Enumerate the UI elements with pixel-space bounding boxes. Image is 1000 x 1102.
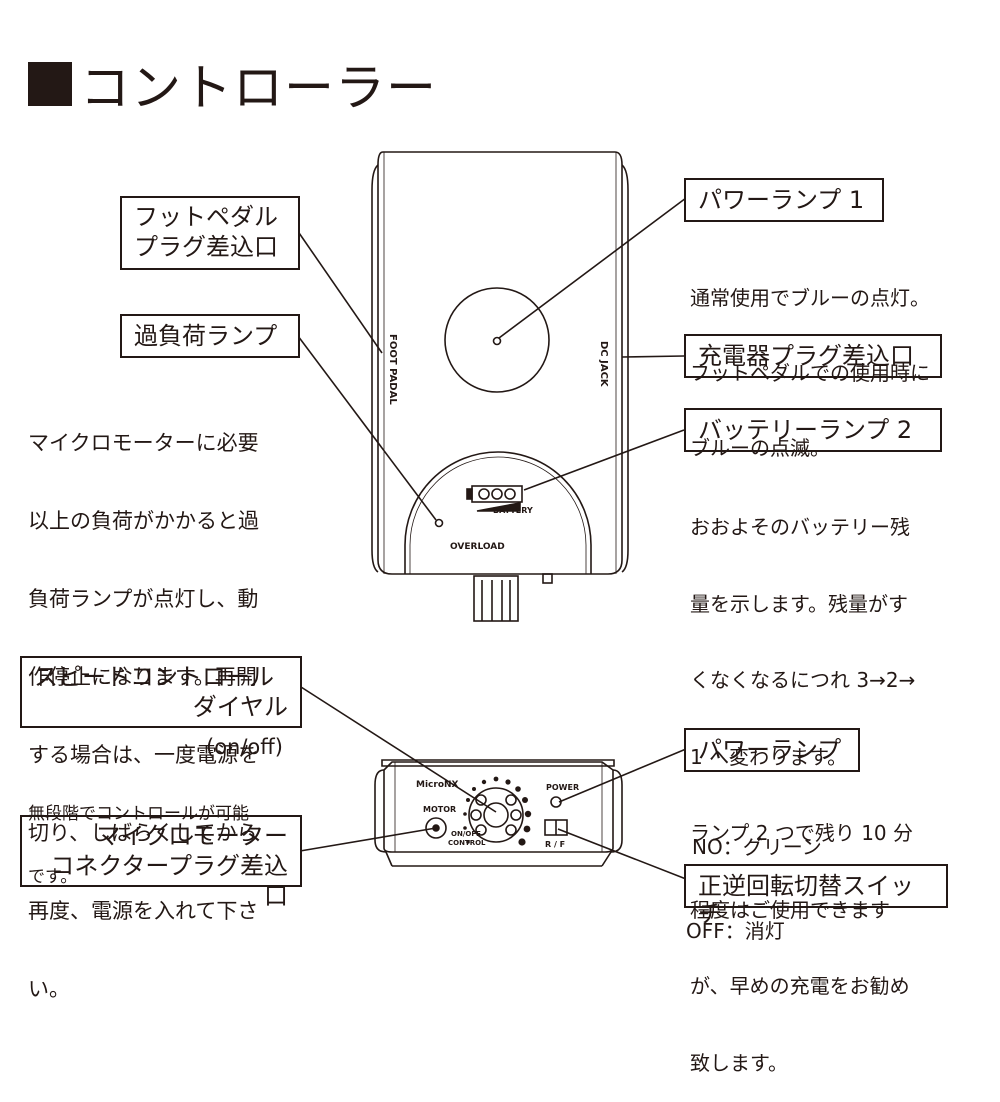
desc-speed-onoff: (on/off) bbox=[206, 735, 283, 759]
label-speed-dial: スピードコントロール ダイヤル bbox=[20, 656, 302, 728]
brand-label: MicroNX bbox=[416, 780, 459, 790]
dial-dots bbox=[463, 776, 532, 846]
label-foot-pedal-jack: フットペダル プラグ差込口 bbox=[120, 196, 300, 270]
rf-label: R / F bbox=[545, 840, 565, 849]
power-lamp-1-circle bbox=[444, 287, 550, 393]
label-speed-line1: スピードコントロール bbox=[34, 663, 274, 691]
label-foot-pedal-line1: フットペダル bbox=[134, 203, 278, 231]
motor-label: MOTOR bbox=[423, 805, 456, 814]
speed-knob-bottom bbox=[473, 575, 519, 622]
onoff-label: ON/OFF bbox=[451, 830, 481, 838]
overload-label: OVERLOAD bbox=[450, 542, 505, 552]
desc-power-lamp-states: NO：グリーン OFF：消灯 bbox=[686, 835, 822, 943]
label-battery-lamp-2: バッテリーランプ 2 bbox=[684, 408, 942, 452]
title-square-icon bbox=[28, 62, 72, 106]
controller-top-body bbox=[377, 151, 623, 575]
label-speed-line2: ダイヤル bbox=[192, 693, 288, 721]
motor-jack bbox=[425, 817, 447, 839]
label-overload-lamp: 過負荷ランプ bbox=[120, 314, 300, 358]
page-title: コントローラー bbox=[28, 48, 437, 120]
leader-lines bbox=[296, 197, 687, 880]
desc-speed: 無段階でコントロールが可能 です。 bbox=[28, 804, 249, 887]
label-rev-switch: 正逆回転切替スイッチ bbox=[684, 864, 948, 928]
controller-dome bbox=[404, 451, 592, 574]
label-foot-pedal-line2: プラグ差込口 bbox=[134, 233, 278, 261]
power-label: POWER bbox=[546, 783, 579, 792]
battery-label: BATTERY bbox=[493, 506, 533, 515]
label-power-lamp-1: パワーランプ 1 bbox=[684, 178, 884, 222]
title-text: コントローラー bbox=[80, 59, 437, 117]
label-charger-jack: 充電器プラグ差込口 bbox=[684, 334, 942, 378]
controller-front-body bbox=[383, 761, 614, 853]
dc-jack-label: DC JACK bbox=[598, 341, 609, 388]
label-motor-jack: マイクロモーター コネクタープラグ差込口 bbox=[20, 815, 302, 910]
label-motor-line2: コネクタープラグ差込口 bbox=[50, 852, 288, 910]
label-power-lamp: パワーランプ bbox=[684, 728, 860, 772]
desc-power-lamp-1: 通常使用でブルーの点灯。 フットペダルでの使用時に ブルーの点滅。 bbox=[690, 286, 930, 460]
device-illustration: FOOT PADAL DC JACK BATTERY OVERLOAD Micr… bbox=[296, 151, 687, 880]
speed-dial bbox=[468, 787, 524, 843]
foot-padal-label: FOOT PADAL bbox=[387, 334, 398, 405]
desc-overload: マイクロモーターに必要 以上の負荷がかかると過 負荷ランプが点灯し、動 作停止に… bbox=[28, 431, 259, 1001]
control-label: CONTROL bbox=[448, 839, 486, 847]
label-motor-line1: マイクロモーター bbox=[96, 822, 288, 850]
